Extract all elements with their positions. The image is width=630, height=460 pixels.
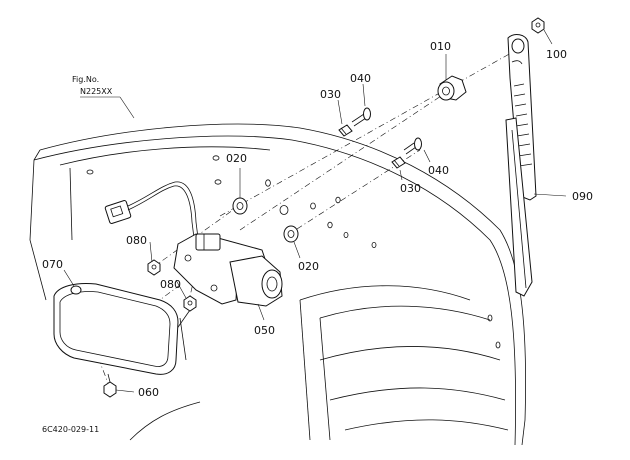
part-070-work-lamp	[53, 283, 179, 375]
part-080-nut-upper	[147, 259, 161, 276]
callout-040-lower: 040	[428, 164, 449, 177]
part-010-grommet	[437, 75, 467, 101]
part-090-wiper-arm	[505, 34, 537, 297]
callout-030-upper: 030	[320, 88, 341, 101]
part-040-bolt-upper	[351, 107, 371, 127]
part-050-wiper-motor	[104, 181, 283, 307]
callout-020-upper: 020	[226, 152, 247, 165]
fig-no-label: Fig.No.	[72, 75, 99, 84]
drawing-code: 6C420-029-11	[42, 425, 99, 434]
callout-080-lower: 080	[160, 278, 181, 291]
callout-080-upper: 080	[126, 234, 147, 247]
callout-030-lower: 030	[400, 182, 421, 195]
callout-070: 070	[42, 258, 63, 271]
callout-labels: 010 100 040 030 020 040 030 090 080 020 …	[42, 40, 593, 399]
callout-060: 060	[138, 386, 159, 399]
part-080-nut-lower	[183, 295, 197, 312]
leader-lines	[63, 29, 567, 393]
part-100-nut	[531, 17, 545, 34]
callout-100: 100	[546, 48, 567, 61]
part-040-bolt-lower	[403, 137, 422, 155]
part-030-bushing-lower	[391, 156, 406, 169]
callout-010: 010	[430, 40, 451, 53]
part-020-grommet-lower	[283, 225, 299, 243]
fig-no-reference: Fig.No. N225XX	[72, 75, 135, 119]
callout-050: 050	[254, 324, 275, 337]
part-020-grommet-upper	[232, 197, 248, 215]
callout-090: 090	[572, 190, 593, 203]
fig-no-value: N225XX	[80, 87, 113, 96]
callout-040-upper: 040	[350, 72, 371, 85]
callout-020-lower: 020	[298, 260, 319, 273]
part-060-bolt	[103, 373, 117, 398]
part-030-bushing-upper	[338, 124, 353, 137]
